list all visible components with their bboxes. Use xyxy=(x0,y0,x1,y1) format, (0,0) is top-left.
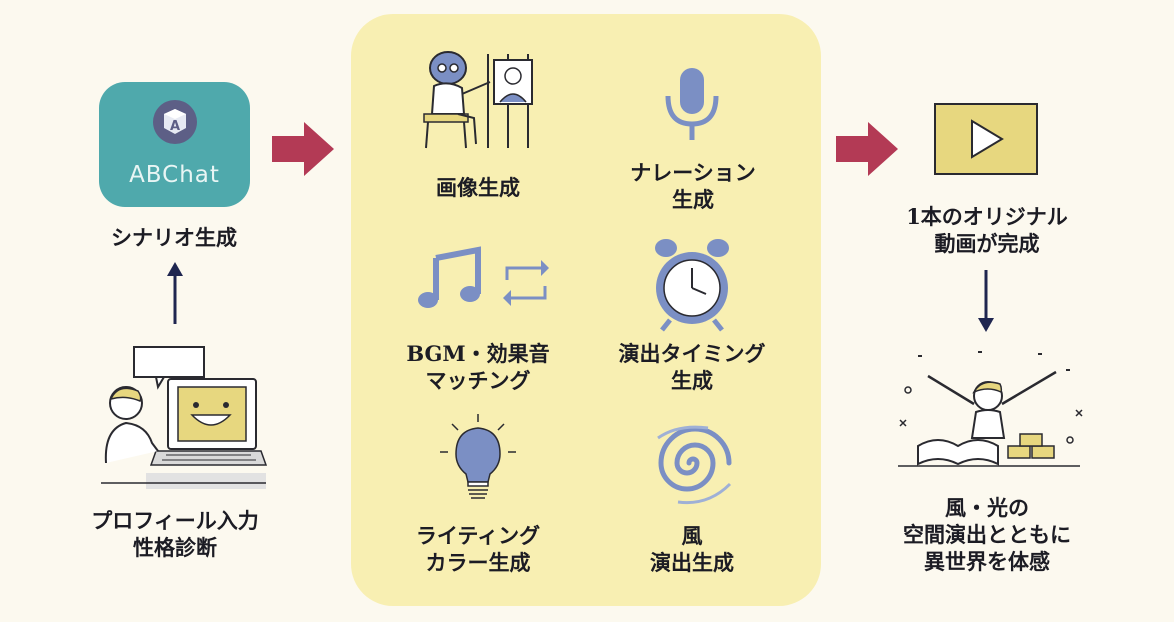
experience-label-line2: 空間演出とともに xyxy=(903,522,1071,547)
wind-swirl-icon xyxy=(657,425,732,505)
experience-label-line1: 風・光の xyxy=(945,495,1029,520)
person-at-laptop-icon xyxy=(101,346,268,489)
experience-label-line3: 異世界を体感 xyxy=(924,549,1050,574)
wind-label-line1: 風 xyxy=(681,523,703,548)
scenario-label: シナリオ生成 xyxy=(111,225,237,250)
lighting-label-line2: カラー生成 xyxy=(425,550,531,575)
lighting-label-line1: ライティング xyxy=(415,523,541,548)
profile-input-label-line2: 性格診断 xyxy=(133,535,217,560)
narration-label-line2: 生成 xyxy=(672,187,714,212)
generation-panel xyxy=(351,14,821,606)
robot-painter-icon xyxy=(423,51,533,149)
timing-label-line2: 生成 xyxy=(671,368,713,393)
up-arrow-icon xyxy=(167,262,183,324)
wind-label-line2: 演出生成 xyxy=(650,550,734,575)
alarm-clock-icon xyxy=(655,239,729,332)
profile-input-label-line1: プロフィール入力 xyxy=(91,508,259,533)
video-label-line1: 1本のオリジナル xyxy=(906,204,1068,229)
right-arrow-icon xyxy=(272,122,334,176)
light-bulb-icon xyxy=(440,414,516,499)
image-gen-label: 画像生成 xyxy=(436,175,520,200)
right-arrow-icon xyxy=(836,122,898,176)
celebrating-person-icon xyxy=(898,351,1083,467)
microphone-icon xyxy=(665,68,719,140)
bgm-label-line1: BGM・効果音 xyxy=(406,341,550,366)
repeat-icon xyxy=(503,260,549,306)
timing-label-line1: 演出タイミング xyxy=(618,341,766,366)
app-name: ABChat xyxy=(129,162,220,188)
narration-label-line1: ナレーション xyxy=(630,160,756,185)
down-arrow-icon xyxy=(978,270,994,332)
video-label-line2: 動画が完成 xyxy=(934,231,1040,256)
abchat-app-tile: A ABChat xyxy=(99,82,250,207)
letter-block-icon: A xyxy=(153,100,197,144)
bgm-label-line2: マッチング xyxy=(425,368,531,393)
svg-text:A: A xyxy=(170,119,180,134)
music-note-icon xyxy=(418,246,481,308)
play-icon xyxy=(934,103,1038,175)
